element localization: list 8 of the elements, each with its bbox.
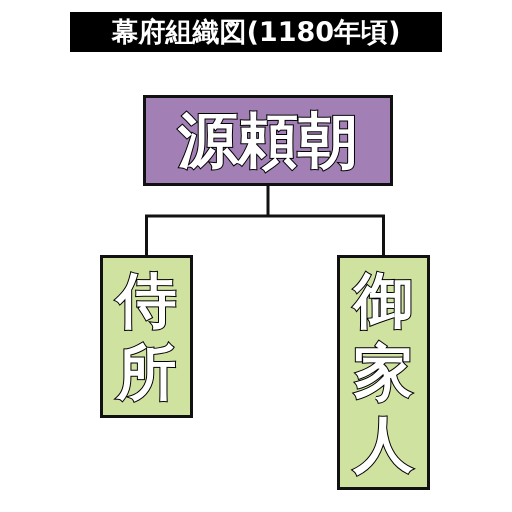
node-label: 御家人	[354, 264, 414, 480]
connector-line	[266, 186, 385, 255]
node-label: 源頼朝	[178, 108, 358, 174]
node-label: 侍所	[116, 264, 176, 408]
title-bar: 幕府組織図(1180年頃)	[70, 12, 442, 52]
office-box	[100, 255, 193, 418]
leader-box	[143, 95, 393, 186]
office-box	[337, 255, 430, 490]
